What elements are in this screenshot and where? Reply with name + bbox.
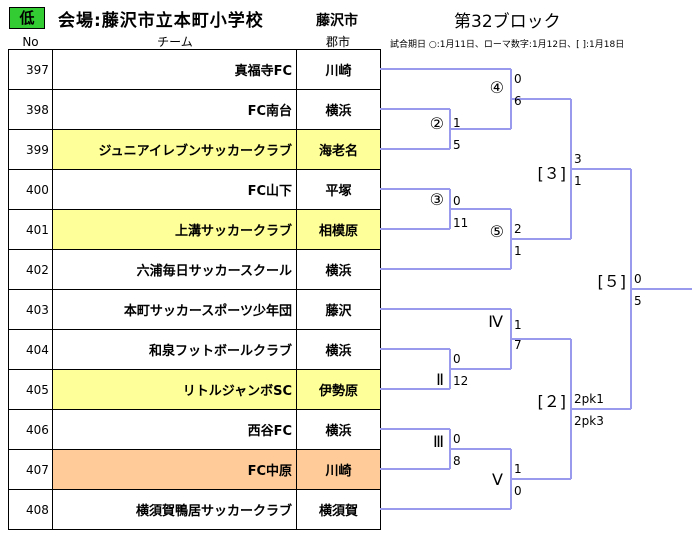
- team-name: ジュニアイレブンサッカークラブ: [53, 130, 297, 169]
- team-name: FC南台: [53, 90, 297, 129]
- match-mark: [５]: [598, 272, 627, 291]
- team-number: 407: [9, 450, 53, 489]
- column-header-city: 郡市: [325, 35, 350, 49]
- team-number: 404: [9, 330, 53, 369]
- score-top: 1: [514, 318, 522, 332]
- team-city: 横浜: [325, 104, 352, 119]
- score-bottom: 0: [514, 484, 522, 498]
- team-city: 平塚: [325, 184, 352, 199]
- team-number: 402: [9, 250, 53, 289]
- match-mark: Ⅳ: [488, 312, 503, 331]
- score-top: 0: [514, 72, 522, 86]
- team-name: 上溝サッカークラブ: [53, 210, 297, 249]
- score-top: 1: [514, 462, 522, 476]
- team-city: 横浜: [325, 264, 352, 279]
- score-bottom: 2pk3: [574, 414, 604, 428]
- team-name: 横須賀鴨居サッカークラブ: [53, 490, 297, 529]
- match-mark: [３]: [538, 164, 567, 183]
- match-mark: [２]: [538, 392, 567, 411]
- team-city: 藤沢: [325, 304, 352, 319]
- schedule-note: 試合期日 ○:1月11日、ローマ数字:1月12日、[ ]:1月18日: [390, 40, 625, 50]
- score-top: 0: [634, 272, 642, 286]
- match-mark: ③: [430, 190, 444, 209]
- category-badge: 低: [9, 7, 45, 29]
- score-bottom: 5: [453, 138, 461, 152]
- column-header-no: No: [22, 35, 39, 49]
- team-city: 川崎: [325, 64, 352, 79]
- match-mark: ④: [490, 78, 504, 97]
- team-name: リトルジャンボSC: [53, 370, 297, 409]
- team-number: 400: [9, 170, 53, 209]
- team-number: 398: [9, 90, 53, 129]
- venue-city: 藤沢市: [316, 13, 358, 29]
- team-number: 408: [9, 490, 53, 529]
- team-number: 397: [9, 50, 53, 89]
- score-top: 2pk1: [574, 392, 604, 406]
- team-name: 西谷FC: [53, 410, 297, 449]
- team-number: 406: [9, 410, 53, 449]
- team-name: 六浦毎日サッカースクール: [53, 250, 297, 289]
- team-city: 相模原: [297, 210, 380, 249]
- venue-title: 会場:藤沢市立本町小学校: [58, 11, 264, 31]
- match-mark: ②: [430, 114, 444, 133]
- score-top: 0: [453, 194, 461, 208]
- team-city: 海老名: [297, 130, 380, 169]
- team-city: 横浜: [325, 344, 352, 359]
- team-name: 真福寺FC: [53, 50, 297, 89]
- team-city: 横須賀: [318, 504, 358, 519]
- score-top: 1: [453, 116, 461, 130]
- score-bottom: 5: [634, 294, 642, 308]
- team-name: FC山下: [53, 170, 297, 209]
- score-top: 0: [453, 432, 461, 446]
- team-number: 401: [9, 210, 53, 249]
- team-name: 和泉フットボールクラブ: [53, 330, 297, 369]
- score-bottom: 7: [514, 338, 522, 352]
- score-top: 3: [574, 152, 582, 166]
- score-bottom: 1: [574, 174, 582, 188]
- column-header-team: チーム: [157, 35, 193, 49]
- team-name: FC中原: [53, 450, 297, 489]
- team-number: 405: [9, 370, 53, 409]
- score-bottom: 8: [453, 454, 461, 468]
- match-mark: Ⅲ: [433, 432, 444, 451]
- team-city: 川崎: [297, 450, 380, 489]
- team-city: 伊勢原: [297, 370, 380, 409]
- match-mark: ⑤: [490, 222, 504, 241]
- match-mark: Ⅱ: [436, 370, 444, 389]
- match-mark: Ⅴ: [492, 470, 503, 489]
- score-bottom: 11: [453, 216, 468, 230]
- team-number: 399: [9, 130, 53, 169]
- team-city: 横浜: [325, 424, 352, 439]
- score-bottom: 6: [514, 94, 522, 108]
- team-number: 403: [9, 290, 53, 329]
- block-title: 第32ブロック: [454, 12, 561, 32]
- score-top: 2: [514, 222, 522, 236]
- team-name: 本町サッカースポーツ少年団: [53, 290, 297, 329]
- score-bottom: 1: [514, 244, 522, 258]
- score-bottom: 12: [453, 374, 468, 388]
- score-top: 0: [453, 352, 461, 366]
